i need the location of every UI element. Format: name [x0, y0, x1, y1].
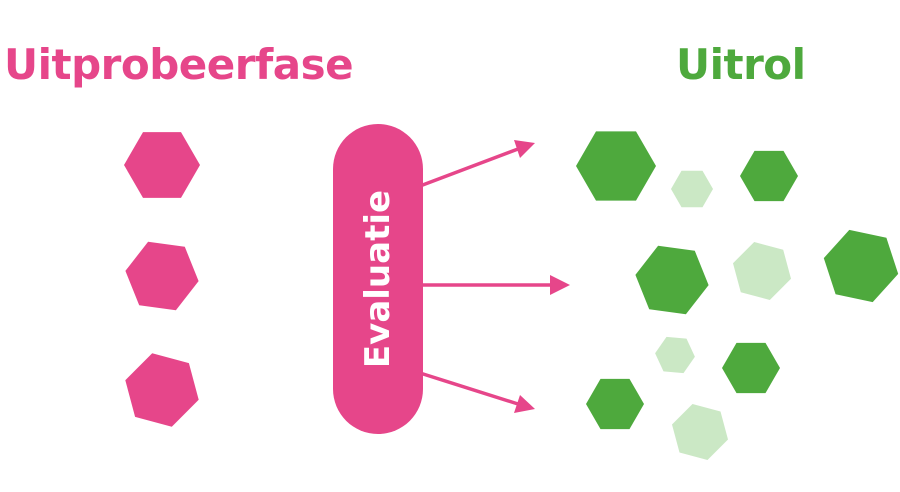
evaluation-label: Evaluatie — [358, 190, 398, 368]
trial-hexagon — [125, 353, 199, 427]
evaluation-pill-shape — [333, 124, 423, 434]
evaluation-arrows — [418, 140, 570, 413]
arrow-lower — [418, 371, 520, 406]
trial-phase-title: Uitprobeerfase — [4, 40, 354, 89]
rollout-hexagon — [722, 342, 780, 394]
arrow-lower-head — [514, 395, 535, 413]
rollout-hexagon — [576, 131, 656, 201]
rollout-hexagon — [655, 336, 695, 374]
rollout-hexagon — [672, 404, 728, 460]
arrow-upper — [418, 147, 520, 188]
rollout-title: Uitrol — [676, 40, 806, 89]
rollout-hexagons — [576, 131, 899, 460]
trial-hexagon — [125, 241, 199, 311]
rollout-hexagon — [671, 170, 713, 208]
rollout-hexagon — [733, 242, 791, 300]
arrow-upper-head — [514, 140, 535, 158]
rollout-hexagon — [823, 229, 899, 303]
rollout-hexagon — [635, 245, 709, 315]
evaluation-pill: Evaluatie — [333, 124, 423, 434]
arrow-middle-head — [550, 275, 570, 295]
rollout-hexagon — [740, 150, 798, 202]
trial-hexagons — [124, 132, 200, 427]
trial-hexagon — [124, 132, 200, 198]
rollout-hexagon — [586, 378, 644, 430]
